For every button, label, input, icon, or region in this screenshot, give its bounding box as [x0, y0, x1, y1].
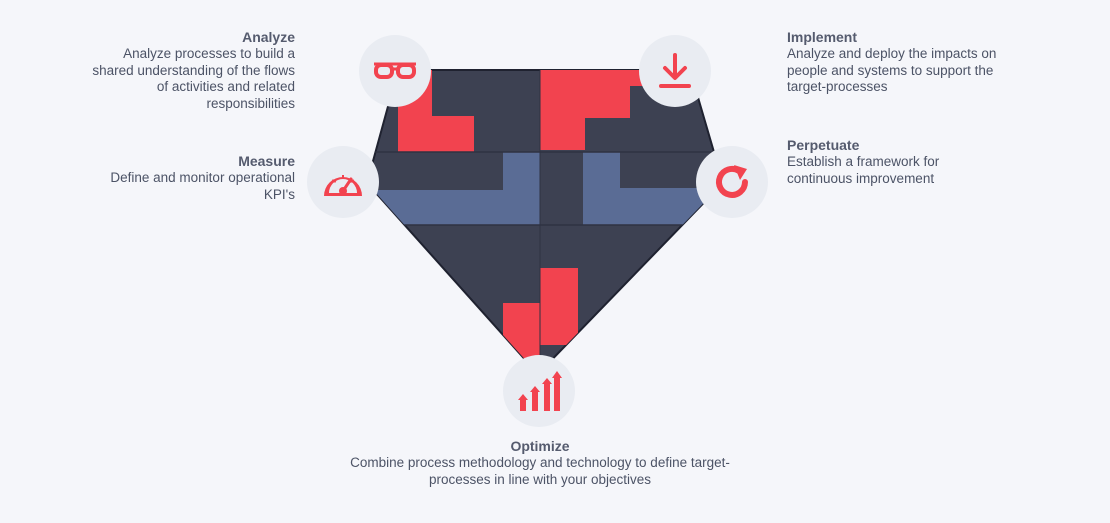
blue-block-right: [583, 152, 723, 225]
measure-title: Measure: [238, 153, 295, 169]
measure-description: Define and monitor operational KPI's: [110, 170, 295, 202]
optimize-block: Optimize Combine process methodology and…: [310, 438, 770, 488]
perpetuate-title: Perpetuate: [787, 137, 860, 153]
implement-title: Implement: [787, 29, 858, 45]
implement-badge: [639, 35, 711, 107]
download-icon: [659, 53, 691, 88]
perpetuate-badge: [696, 146, 768, 218]
measure-badge: [307, 146, 379, 218]
blue-block-left: [367, 152, 540, 225]
implement-block: Implement Analyze and deploy the impacts…: [787, 29, 1047, 96]
implement-description: Analyze and deploy the impacts on people…: [787, 46, 997, 94]
glasses-icon: [374, 62, 416, 79]
analyze-title: Analyze: [242, 29, 295, 45]
speedometer-icon: [324, 175, 362, 196]
optimize-badge: [503, 355, 575, 427]
optimize-description: Combine process methodology and technolo…: [350, 455, 730, 487]
perpetuate-description: Establish a framework for continuous imp…: [787, 154, 940, 186]
analyze-block: Analyze Analyze processes to build a sha…: [35, 29, 295, 112]
refresh-icon: [716, 165, 748, 198]
analyze-description: Analyze processes to build a shared unde…: [92, 46, 295, 111]
perpetuate-block: Perpetuate Establish a framework for con…: [787, 137, 1047, 187]
red-block-top: [540, 70, 690, 150]
measure-block: Measure Define and monitor operational K…: [35, 153, 295, 203]
bar-chart-arrows-icon: [518, 371, 562, 411]
optimize-title: Optimize: [510, 438, 570, 454]
analyze-badge: [359, 35, 431, 107]
